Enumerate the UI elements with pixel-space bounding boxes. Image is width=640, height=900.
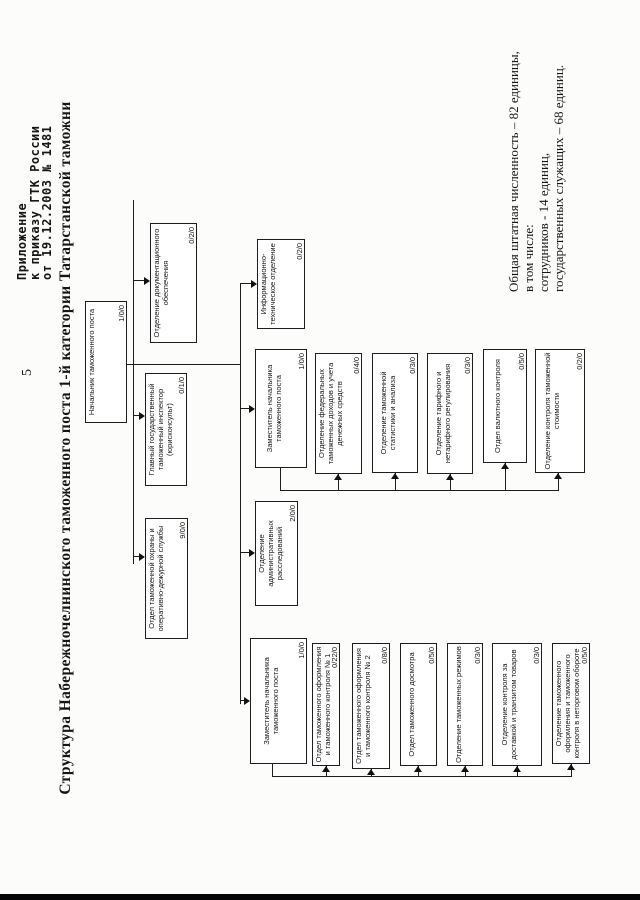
org-box-delivery-transit-control: Отделение контроля за доставкой и транзи… (492, 643, 542, 766)
note-line: государственных служащих – 68 единиц. (551, 64, 566, 292)
org-box-staff-count: 0/3/0 (531, 647, 541, 664)
page-title: Структура Набережночелнинского таможенно… (57, 101, 74, 795)
org-box-label: Отделение таможенной статистики и анализ… (379, 371, 397, 455)
org-box-tariff-regulation: Отделение тарифного и нетарифного регули… (427, 353, 473, 474)
org-box-deputy-head-2: Заместитель начальника таможенного поста… (250, 638, 307, 764)
arrow-down-icon (249, 405, 255, 413)
org-box-staff-count: 0/2/0 (186, 227, 196, 244)
arrow-right-icon (513, 766, 521, 772)
org-box-federal-customs-revenues: Отделение федеральных таможенных доходов… (315, 353, 362, 474)
note-line: Общая штатная численность – 82 единицы, (506, 51, 521, 292)
org-box-label: Отдел таможенного оформления и таможенно… (354, 648, 372, 764)
org-box-label: Отделение тарифного и нетарифного регули… (434, 363, 452, 464)
org-box-staff-count: 0/3/0 (472, 647, 482, 664)
org-box-label: Заместитель начальника таможенного поста (262, 657, 280, 745)
org-box-staff-count: 0/3/0 (462, 357, 472, 374)
org-box-staff-count: 9/0/0 (177, 522, 187, 539)
arrow-down-icon (139, 553, 145, 561)
connector-line (127, 363, 240, 365)
org-box-label: Отдел валютного контроля (493, 359, 502, 453)
org-box-label: Главный государственный таможенный инспе… (147, 383, 174, 476)
org-box-it-unit: Информационно-техническое отделение 0/2/… (257, 239, 305, 329)
org-box-label: Отдел таможенного досмотра (407, 652, 416, 757)
arrow-right-icon (391, 473, 399, 479)
org-box-staff-count: 0/5/0 (426, 647, 436, 664)
org-box-documentation-support: Отделение документационного обеспечения … (150, 223, 197, 343)
org-box-customs-inspection-dept: Отдел таможенного досмотра 0/5/0 (400, 643, 437, 766)
arrow-down-icon (244, 697, 250, 705)
org-box-staff-count: 0/2/0 (294, 243, 304, 260)
org-box-administrative-investigations: Отделение административных расследований… (255, 501, 298, 606)
staffing-note: Общая штатная численность – 82 единицы, … (506, 30, 566, 292)
arrow-down-icon (144, 277, 150, 285)
arrow-right-icon (567, 764, 575, 770)
page-number: 5 (20, 369, 35, 376)
org-box-deputy-head-1: Заместитель начальника таможенного поста… (255, 349, 307, 468)
org-box-clearance-control-dept-2: Отдел таможенного оформления и таможенно… (352, 643, 390, 769)
arrow-right-icon (322, 766, 330, 772)
org-box-chief-inspector-legal: Главный государственный таможенный инспе… (145, 373, 187, 486)
org-box-label: Отдел таможенной охраны и оперативно-деж… (147, 525, 165, 632)
org-box-customs-value-control: Отделение контроля таможенной стоимости … (535, 349, 585, 473)
org-box-staff-count: 0/1/0 (176, 377, 186, 394)
connector-line (280, 468, 282, 491)
appendix-line: от 19.12.2003 № 1481 (40, 125, 54, 281)
org-box-label: Информационно-техническое отделение (259, 243, 277, 325)
org-box-nontrade-clearance-control: Отделение таможенного оформления и тамож… (552, 643, 590, 764)
org-box-label: Отделение таможенных режимов (454, 646, 463, 763)
connector-line (240, 284, 242, 704)
org-box-staff-count: 0/8/0 (379, 647, 389, 664)
org-box-label: Отделение федеральных таможенных доходов… (317, 362, 344, 465)
org-box-staff-count: 0/4/0 (351, 357, 361, 374)
org-box-customs-statistics-analysis: Отделение таможенной статистики и анализ… (372, 353, 418, 473)
org-box-staff-count: 0/2/0 (574, 353, 584, 370)
connector-line (280, 489, 558, 491)
org-box-currency-control: Отдел валютного контроля 0/5/0 (483, 349, 527, 463)
arrow-down-icon (249, 549, 255, 557)
note-line: в том числе: (521, 224, 536, 292)
appendix-line: Приложение (15, 202, 29, 280)
org-box-label: Отделение контроля таможенной стоимости (543, 352, 561, 470)
org-box-customs-regimes-unit: Отделение таможенных режимов 0/3/0 (447, 643, 483, 766)
org-box-clearance-control-dept-1: Отдел таможенного оформления и таможенно… (312, 643, 340, 766)
org-box-customs-guard-duty-service: Отдел таможенной охраны и оперативно-деж… (145, 518, 188, 639)
connector-line (272, 775, 571, 777)
org-box-label: Заместитель начальника таможенного поста (265, 364, 283, 453)
arrow-right-icon (367, 769, 375, 775)
scan-edge-artifact (0, 894, 640, 900)
org-box-label: Отделение административных расследований (257, 520, 284, 587)
org-box-label: Начальник таможенного поста (87, 308, 96, 416)
arrow-right-icon (334, 474, 342, 480)
org-box-label: Отделение документационного обеспечения (152, 228, 170, 338)
appendix-header: Приложение к приказу ГТК России от 19.12… (15, 70, 54, 281)
org-box-staff-count: 0/5/0 (516, 353, 526, 370)
arrow-down-icon (251, 280, 257, 288)
arrow-right-icon (446, 474, 454, 480)
arrow-right-icon (461, 766, 469, 772)
org-box-head-of-post: Начальник таможенного поста 1/0/0 (85, 301, 127, 423)
org-box-staff-count: 0/5/0 (579, 647, 589, 664)
org-box-staff-count: 1/0/0 (296, 642, 306, 659)
org-box-staff-count: 2/0/0 (287, 505, 297, 522)
org-box-staff-count: 1/0/0 (116, 305, 126, 322)
org-box-staff-count: 0/22/0 (329, 647, 339, 668)
org-box-label: Отделение контроля за доставкой и транзи… (500, 649, 518, 760)
note-line: сотрудников - 14 единиц, (536, 152, 551, 292)
org-box-staff-count: 1/0/0 (296, 353, 306, 370)
arrow-down-icon (139, 412, 145, 420)
org-box-staff-count: 0/3/0 (407, 357, 417, 374)
arrow-right-icon (501, 463, 509, 469)
connector-line (133, 200, 135, 564)
arrow-right-icon (414, 766, 422, 772)
arrow-right-icon (554, 473, 562, 479)
org-box-label: Отделение таможенного оформления и тамож… (554, 648, 581, 759)
